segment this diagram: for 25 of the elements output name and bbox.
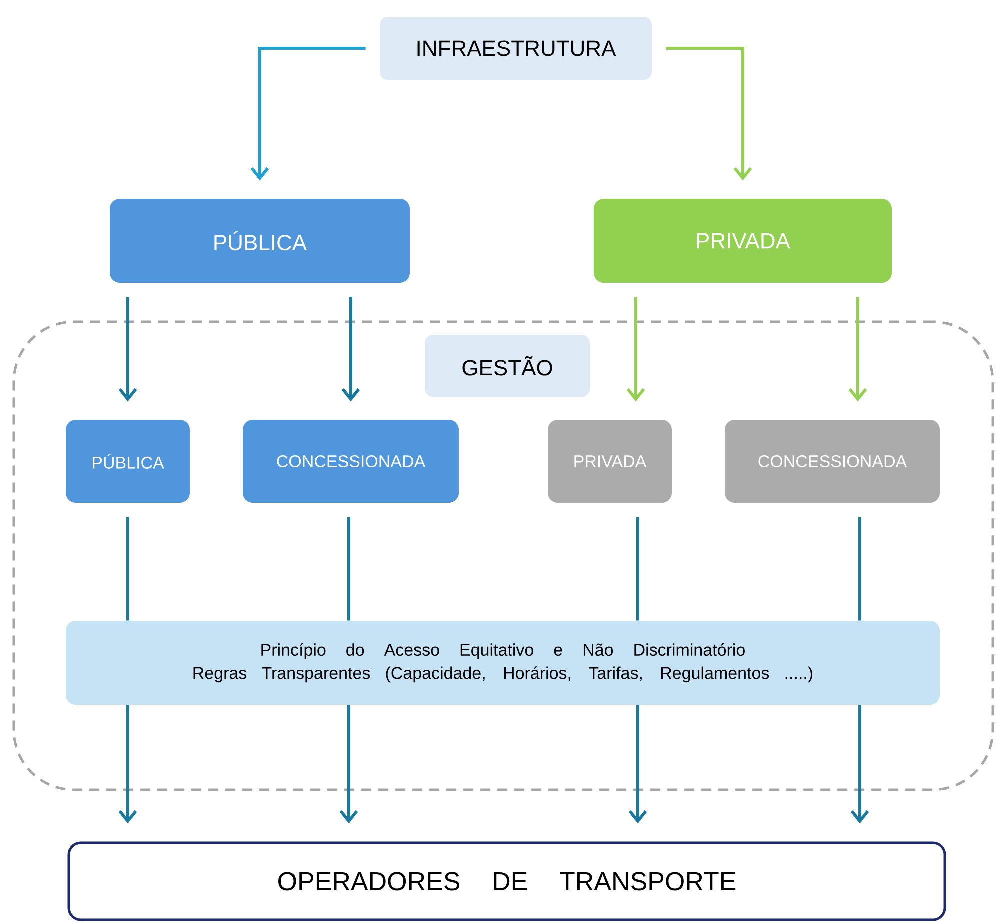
management-box: CONCESSIONADA (725, 420, 940, 503)
heading-box: INFRAESTRUTURA (380, 17, 652, 80)
connector-line (858, 517, 862, 621)
principle-box: Princípio do Acesso Equitativo e Não Discriminatório Regras Transparentes (Capacidade, Horários, Tarifas, Regulamentos .....) (66, 621, 940, 705)
operators-box: OPERADORES DE TRANSPORTE (68, 842, 946, 922)
management-box: CONCESSIONADA (243, 420, 459, 503)
arrow (626, 297, 646, 402)
category-box: PRIVADA (594, 199, 892, 283)
connector-line (636, 517, 640, 621)
arrow (666, 47, 752, 181)
arrow (848, 297, 868, 402)
connector-line (126, 517, 130, 621)
connector-line (348, 517, 350, 621)
arrow (340, 705, 358, 824)
category-box: PÚBLICA (110, 199, 410, 283)
section-label-box: GESTÃO (425, 335, 590, 397)
arrow (628, 705, 648, 824)
arrow (342, 297, 360, 402)
arrow (118, 297, 138, 402)
dashed-region (12, 320, 994, 792)
management-box: PÚBLICA (66, 420, 190, 503)
arrow (118, 705, 138, 824)
arrow (850, 705, 870, 824)
management-box: PRIVADA (548, 420, 672, 503)
arrow (250, 47, 366, 181)
